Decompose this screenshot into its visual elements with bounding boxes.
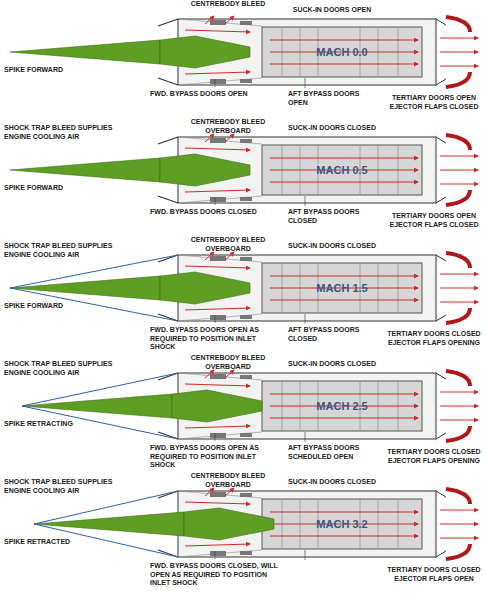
door-label: SUCK-IN DOORS CLOSED (272, 360, 392, 369)
door-label: FWD. BYPASS DOORS CLOSED, WILL OPEN AS R… (150, 562, 282, 588)
bleed-label: CENTREBODY BLEED OVERBOARD (188, 354, 268, 371)
door-label: SUCK-IN DOORS CLOSED (272, 242, 392, 251)
spike-label: SPIKE FORWARD (4, 302, 114, 311)
door-label: AFT BYPASS DOORS CLOSED (288, 326, 376, 343)
nozzle-label: TERTIARY DOORS CLOSED EJECTOR FLAPS OPEN (384, 566, 484, 583)
mach-number: MACH 0.5 (316, 164, 367, 176)
door-label: FWD. BYPASS DOORS OPEN AS REQUIRED TO PO… (150, 326, 282, 352)
engine-core: MACH 2.5 (262, 381, 422, 431)
bleed-label: SHOCK TRAP BLEED SUPPLIES ENGINE COOLING… (4, 242, 116, 259)
mach-number: MACH 0.0 (316, 46, 367, 58)
bleed-label: CENTREBODY BLEED OVERBOARD (188, 118, 268, 135)
spike-label: SPIKE FORWARD (4, 66, 114, 75)
nozzle-label: TERTIARY DOORS OPEN EJECTOR FLAPS CLOSED (384, 212, 484, 229)
nozzle-label: TERTIARY DOORS OPEN EJECTOR FLAPS CLOSED (384, 94, 484, 111)
mach-number: MACH 1.5 (316, 282, 367, 294)
door-label: FWD. BYPASS DOORS OPEN (150, 90, 282, 99)
door-label: FWD. BYPASS DOORS OPEN AS REQUIRED TO PO… (150, 444, 282, 470)
door-label: SUCK-IN DOORS CLOSED (272, 478, 392, 487)
bleed-label: CENTREBODY BLEED OVERBOARD (188, 236, 268, 253)
bleed-label: SHOCK TRAP BLEED SUPPLIES ENGINE COOLING… (4, 360, 116, 377)
spike-label: SPIKE FORWARD (4, 184, 114, 193)
spike-label: SPIKE RETRACTED (4, 538, 114, 547)
door-label: SUCK-IN DOORS CLOSED (272, 124, 392, 133)
bleed-label: CENTREBODY BLEED OVERBOARD (188, 472, 268, 489)
engine-core: MACH 3.2 (262, 499, 422, 549)
engine-core: MACH 0.0 (262, 27, 422, 77)
spike-label: SPIKE RETRACTING (4, 420, 114, 429)
door-label: AFT BYPASS DOORS OPEN (288, 90, 376, 107)
nozzle-label: TERTIARY DOORS CLOSED EJECTOR FLAPS OPEN… (384, 448, 484, 465)
engine-core: MACH 0.5 (262, 145, 422, 195)
mach-number: MACH 3.2 (316, 518, 367, 530)
bleed-label: SHOCK TRAP BLEED SUPPLIES ENGINE COOLING… (4, 478, 116, 495)
nozzle-label: TERTIARY DOORS CLOSED EJECTOR FLAPS OPEN… (384, 330, 484, 347)
bleed-label: SHOCK TRAP BLEED SUPPLIES ENGINE COOLING… (4, 124, 116, 141)
door-label: SUCK-IN DOORS OPEN (272, 6, 392, 15)
door-label: AFT BYPASS DOORS SCHEDULED OPEN (288, 444, 376, 461)
bleed-label: CENTREBODY BLEED (188, 0, 268, 9)
door-label: FWD. BYPASS DOORS CLOSED (150, 208, 282, 217)
mach-number: MACH 2.5 (316, 400, 367, 412)
door-label: AFT BYPASS DOORS CLOSED (288, 208, 376, 225)
engine-core: MACH 1.5 (262, 263, 422, 313)
